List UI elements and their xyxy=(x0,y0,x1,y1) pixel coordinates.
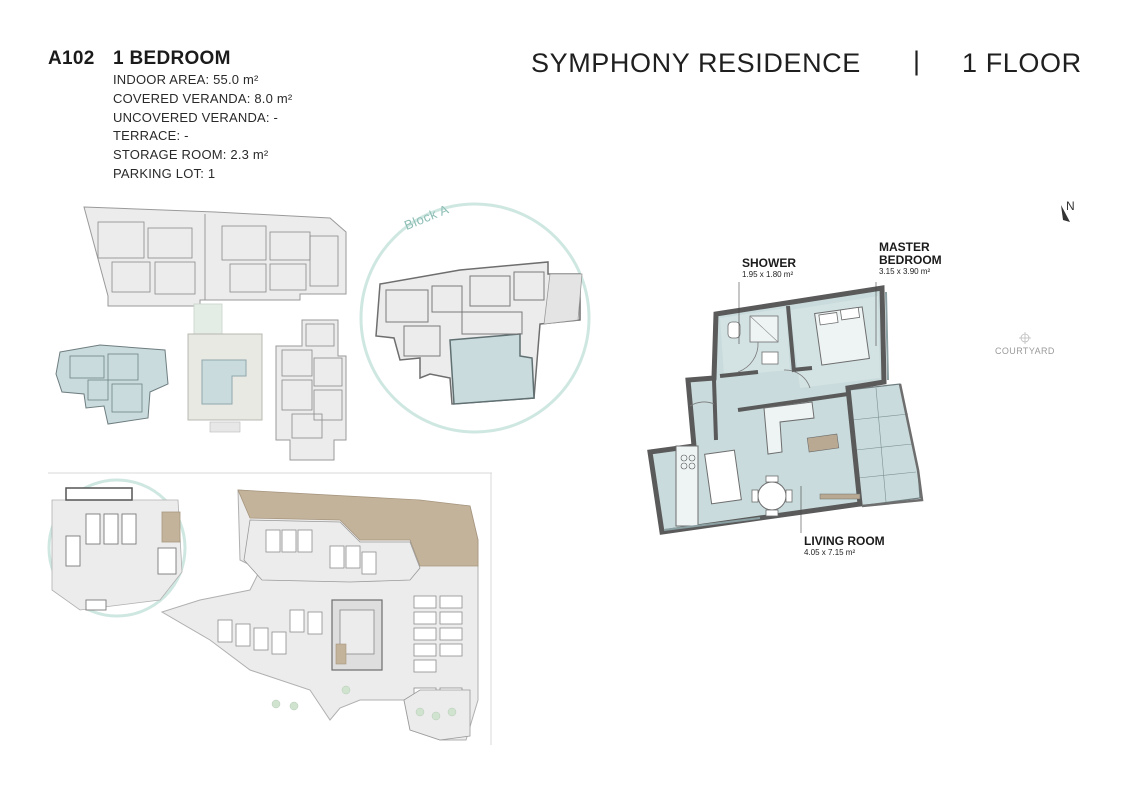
title-separator: | xyxy=(913,46,921,76)
block-a-detail xyxy=(359,202,591,434)
unit-floor-plan xyxy=(647,282,924,535)
living-room-label-group: LIVING ROOM 4.05 x 7.15 m² xyxy=(804,535,885,558)
courtyard-icon xyxy=(1019,332,1031,344)
courtyard-label: COURTYARD xyxy=(995,346,1055,356)
sink xyxy=(761,351,779,365)
sofa xyxy=(763,401,815,455)
master-bedroom-name-line1: MASTER xyxy=(879,240,930,254)
site-pool xyxy=(201,359,247,405)
north-arrow-icon xyxy=(1061,205,1070,222)
parking-detail xyxy=(47,478,187,618)
shower-label-group: SHOWER 1.95 x 1.80 m² xyxy=(742,257,796,280)
site-building-east xyxy=(275,319,347,461)
tv-unit xyxy=(819,493,861,500)
spec-storage-room: STORAGE ROOM: 2.3 m² xyxy=(113,147,269,163)
coffee-table xyxy=(806,433,840,453)
spec-terrace: TERRACE: - xyxy=(113,128,189,144)
shower-name: SHOWER xyxy=(742,256,796,270)
project-title: SYMPHONY RESIDENCE xyxy=(531,48,861,78)
site-path xyxy=(193,303,223,337)
parking-plan xyxy=(160,489,479,741)
kitchen-counter xyxy=(675,445,699,527)
spec-covered-veranda: COVERED VERANDA: 8.0 m² xyxy=(113,90,293,106)
shower-dimensions: 1.95 x 1.80 m² xyxy=(742,270,794,279)
spec-uncovered-veranda: UNCOVERED VERANDA: - xyxy=(113,109,279,125)
site-plan xyxy=(55,206,347,461)
toilet xyxy=(727,321,741,339)
master-bedroom-label-group: MASTER BEDROOM 3.15 x 3.90 m² xyxy=(879,241,942,277)
unit-code: A102 xyxy=(48,48,95,69)
spec-parking-lot: PARKING LOT: 1 xyxy=(113,165,216,181)
spec-indoor-area: INDOOR AREA: 55.0 m² xyxy=(113,72,259,87)
living-room-name: LIVING ROOM xyxy=(804,534,885,548)
parking-paving xyxy=(237,489,479,567)
floor-label: 1 FLOOR xyxy=(962,48,1082,78)
kitchen-island xyxy=(704,449,742,505)
living-room-dimensions: 4.05 x 7.15 m² xyxy=(804,548,856,557)
unit-spec-list: INDOOR AREA: 55.0 m² COVERED VERANDA: 8.… xyxy=(113,71,292,184)
unit-type: 1 BEDROOM xyxy=(113,48,231,69)
north-label: N xyxy=(1066,199,1075,213)
master-bedroom-name-line2: BEDROOM xyxy=(879,253,942,267)
master-bedroom-dimensions: 3.15 x 3.90 m² xyxy=(879,267,931,276)
dining-table xyxy=(757,481,787,511)
